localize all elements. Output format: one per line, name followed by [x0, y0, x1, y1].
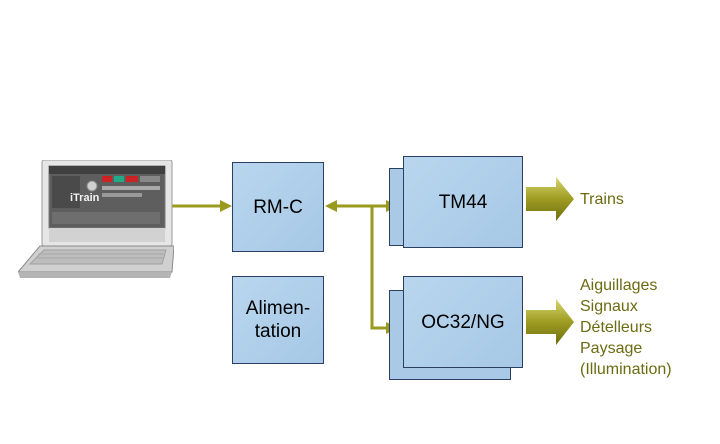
output-label-detelleurs: Dételleurs — [580, 319, 653, 336]
output-label-aiguillages: Aiguillages — [580, 277, 658, 294]
tm44-label: TM44 — [438, 191, 488, 213]
oc32-output-labels: Aiguillages Signaux Dételleurs Paysage (… — [580, 275, 672, 380]
output-label-illumination: (Illumination) — [580, 361, 672, 378]
output-label-trains: Trains — [580, 191, 624, 208]
oc32-label: OC32/NG — [421, 311, 505, 333]
oc32-box: OC32/NG — [403, 276, 523, 368]
tm44-output-labels: Trains — [580, 189, 624, 210]
alimentation-label-line1: Alimen- — [245, 298, 311, 319]
rmc-tm44-link — [325, 200, 398, 212]
tm44-output-arrow — [526, 177, 574, 221]
alimentation-box: Alimen- tation — [232, 276, 324, 364]
laptop-icon — [16, 159, 175, 278]
alimentation-label-line2: tation — [254, 321, 302, 342]
rmc-label: RM-C — [253, 196, 303, 218]
output-label-paysage: Paysage — [580, 340, 643, 357]
screen-logo: iTrain — [70, 192, 100, 204]
laptop: iTrain — [16, 159, 175, 280]
output-label-signaux: Signaux — [580, 298, 638, 315]
tm44-box: TM44 — [403, 156, 523, 248]
oc32-output-arrow — [526, 299, 574, 345]
rmc-box: RM-C — [232, 162, 324, 252]
